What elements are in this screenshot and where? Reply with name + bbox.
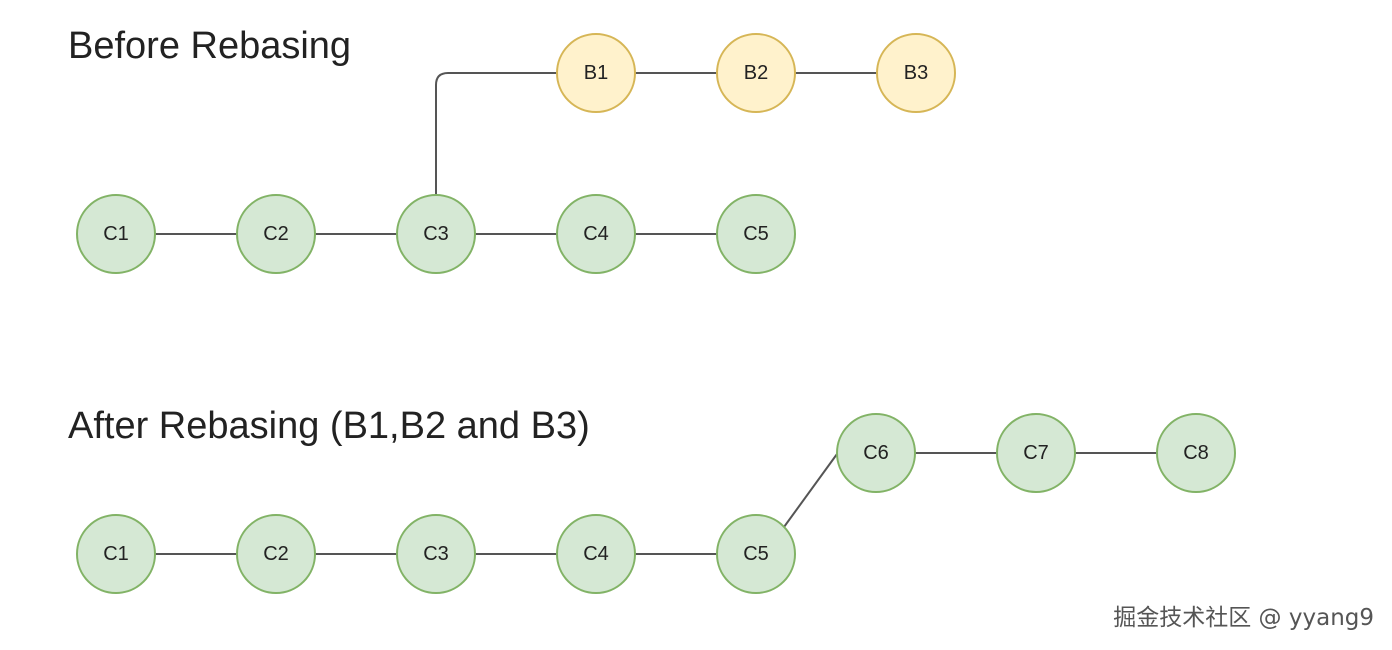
- commit-after-c3: C3: [396, 514, 476, 594]
- commit-before-c4-label: C4: [583, 223, 609, 245]
- commit-before-c4: C4: [556, 194, 636, 274]
- commit-after-c8: C8: [1156, 413, 1236, 493]
- commit-after-c1-label: C1: [103, 543, 129, 565]
- commit-after-c5: C5: [716, 514, 796, 594]
- commit-after-c1: C1: [76, 514, 156, 594]
- commit-after-c6-label: C6: [863, 442, 889, 464]
- commit-before-c3: C3: [396, 194, 476, 274]
- edge-after-c5-c6: [783, 453, 838, 528]
- commit-after-c6: C6: [836, 413, 916, 493]
- commit-before-c5-label: C5: [743, 223, 769, 245]
- commit-after-c5-label: C5: [743, 543, 769, 565]
- commit-after-c3-label: C3: [423, 543, 449, 565]
- commit-before-c5: C5: [716, 194, 796, 274]
- commit-b2-label: B2: [744, 62, 768, 84]
- commit-b1-label: B1: [584, 62, 608, 84]
- commit-before-c1: C1: [76, 194, 156, 274]
- edge-before-c3-b1: [435, 72, 557, 194]
- commit-after-c7: C7: [996, 413, 1076, 493]
- commit-b1: B1: [556, 33, 636, 113]
- commit-after-c4-label: C4: [583, 543, 609, 565]
- commit-after-c2-label: C2: [263, 543, 289, 565]
- commit-after-c8-label: C8: [1183, 442, 1209, 464]
- commit-b3-label: B3: [904, 62, 928, 84]
- commit-before-c3-label: C3: [423, 223, 449, 245]
- commit-after-c4: C4: [556, 514, 636, 594]
- commit-b2: B2: [716, 33, 796, 113]
- commit-after-c2: C2: [236, 514, 316, 594]
- commit-before-c2: C2: [236, 194, 316, 274]
- commit-b3: B3: [876, 33, 956, 113]
- watermark: 掘金技术社区 @ yyang9: [1113, 605, 1374, 631]
- after-title: After Rebasing (B1,B2 and B3): [68, 405, 590, 447]
- commit-after-c7-label: C7: [1023, 442, 1049, 464]
- before-title: Before Rebasing: [68, 25, 351, 67]
- commit-before-c1-label: C1: [103, 223, 129, 245]
- commit-before-c2-label: C2: [263, 223, 289, 245]
